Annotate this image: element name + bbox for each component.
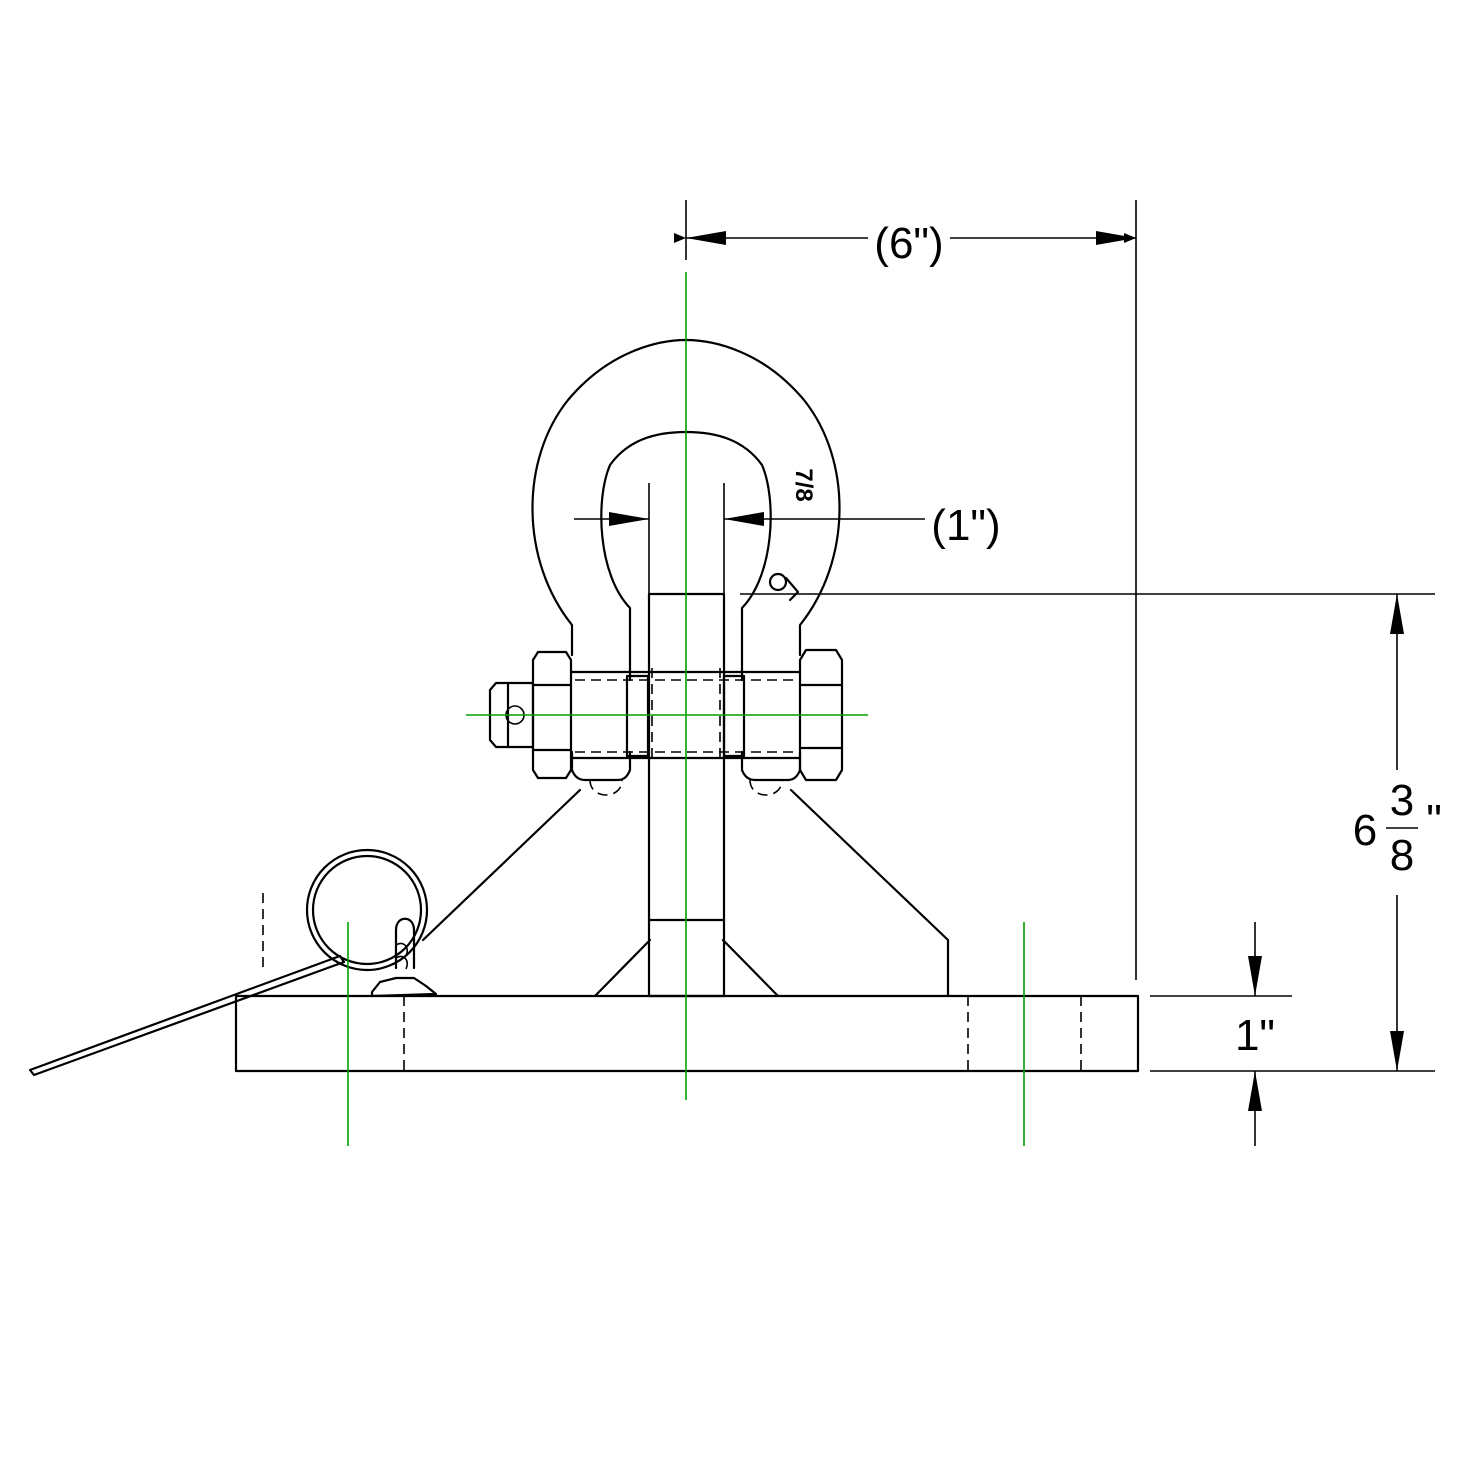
dimension-height: 6 3 8 " — [740, 593, 1442, 1072]
dimension-height-unit: " — [1426, 796, 1442, 845]
gusset-plates — [421, 788, 950, 998]
dimension-pin-gap: (1") — [574, 501, 1001, 550]
lifting-ring — [28, 848, 438, 1077]
dimension-plate-thickness-label: 1" — [1235, 1011, 1275, 1060]
dimension-pin-gap-label: (1") — [931, 501, 1000, 550]
centerlines — [347, 272, 1025, 1146]
dimension-height-whole: 6 — [1353, 806, 1377, 855]
dimension-plate-thickness: 1" — [1150, 922, 1292, 1146]
base-plate — [234, 994, 1140, 1073]
dimension-height-denominator: 8 — [1390, 831, 1414, 880]
dimension-width-label: (6") — [874, 219, 943, 268]
dimension-width-top: (6") — [674, 200, 1137, 980]
manufacturer-logo-icon — [768, 572, 800, 602]
dimension-height-numerator: 3 — [1390, 776, 1414, 825]
shackle-size-marking: 7/8 — [790, 468, 817, 501]
